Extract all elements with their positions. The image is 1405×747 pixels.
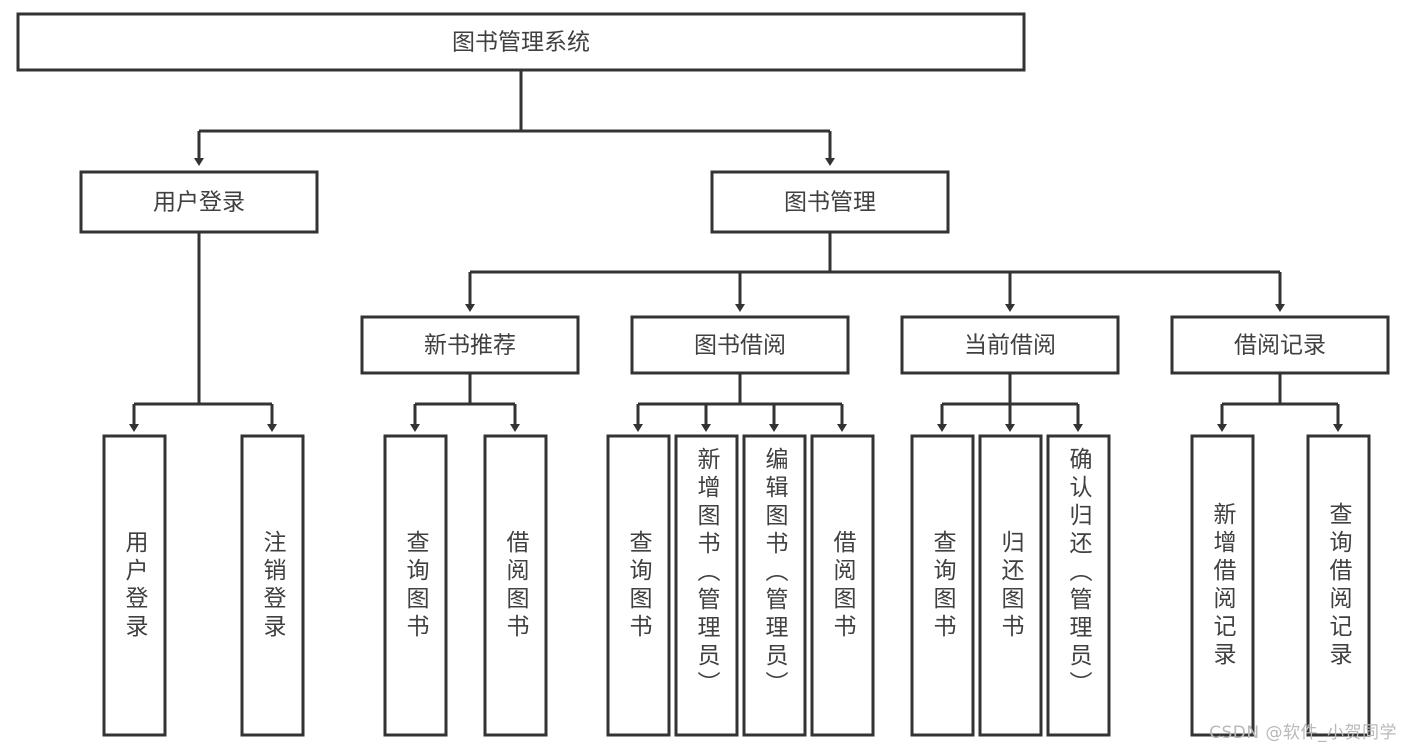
node-system-title-label: 图书管理系统: [452, 30, 590, 56]
leaf-confirm-return-label: 确认归还（管理员）: [1065, 447, 1093, 699]
leaf-user-login-label: 用户登录: [121, 530, 149, 642]
leaf-edit-book-label: 编辑图书（管理员）: [761, 447, 789, 699]
connector-current-borrow-to-leaves: [937, 373, 1083, 432]
connector-root-to-level2: [194, 70, 835, 166]
leaf-logout[interactable]: 注销登录: [240, 434, 305, 737]
leaf-add-record-label: 新增借阅记录: [1209, 502, 1237, 670]
node-current-borrow-label: 当前借阅: [964, 333, 1056, 359]
csdn-watermark: CSDN @软件_小贺同学: [1209, 723, 1397, 743]
node-new-book-recommend[interactable]: 新书推荐: [360, 315, 580, 375]
leaf-return-book-label: 归还图书: [997, 530, 1025, 642]
leaf-logout-label: 注销登录: [259, 530, 287, 642]
leaf-borrow-book-2[interactable]: 借阅图书: [810, 434, 875, 737]
leaf-borrow-book-2-label: 借阅图书: [829, 530, 857, 642]
leaf-borrow-book-1[interactable]: 借阅图书: [483, 434, 548, 737]
leaf-query-book-1-label: 查询图书: [402, 530, 430, 642]
connector-new-book-recommend-to-leaves: [410, 373, 520, 432]
node-user-login[interactable]: 用户登录: [79, 170, 319, 234]
leaf-user-login[interactable]: 用户登录: [102, 434, 167, 737]
node-book-borrow-label: 图书借阅: [694, 333, 786, 359]
leaf-query-book-1[interactable]: 查询图书: [383, 434, 448, 737]
node-system-title[interactable]: 图书管理系统: [16, 12, 1026, 72]
node-book-manage-label: 图书管理: [784, 190, 876, 216]
leaf-query-book-3[interactable]: 查询图书: [910, 434, 975, 737]
node-current-borrow[interactable]: 当前借阅: [900, 315, 1120, 375]
leaf-query-book-2-label: 查询图书: [625, 530, 653, 642]
leaf-add-book-label: 新增图书（管理员）: [693, 447, 721, 699]
leaf-add-book[interactable]: 新增图书（管理员）: [674, 434, 739, 737]
node-user-login-label: 用户登录: [153, 190, 245, 216]
node-borrow-record-label: 借阅记录: [1234, 333, 1326, 359]
node-borrow-record[interactable]: 借阅记录: [1170, 315, 1390, 375]
connector-user-login-to-leaves: [129, 232, 277, 432]
node-book-manage[interactable]: 图书管理: [710, 170, 950, 234]
leaf-query-book-3-label: 查询图书: [929, 530, 957, 642]
leaf-query-record[interactable]: 查询借阅记录: [1306, 434, 1371, 737]
connector-book-manage-to-level3: [465, 232, 1285, 312]
leaf-query-book-2[interactable]: 查询图书: [606, 434, 671, 737]
leaf-return-book[interactable]: 归还图书: [978, 434, 1043, 737]
leaf-confirm-return[interactable]: 确认归还（管理员）: [1046, 434, 1111, 737]
node-book-borrow[interactable]: 图书借阅: [630, 315, 850, 375]
leaf-add-record[interactable]: 新增借阅记录: [1190, 434, 1255, 737]
connector-borrow-record-to-leaves: [1217, 373, 1343, 432]
connector-book-borrow-to-leaves: [633, 373, 847, 432]
node-new-book-recommend-label: 新书推荐: [424, 333, 516, 359]
leaf-query-record-label: 查询借阅记录: [1325, 502, 1353, 670]
leaf-edit-book[interactable]: 编辑图书（管理员）: [742, 434, 807, 737]
leaf-borrow-book-1-label: 借阅图书: [502, 530, 530, 642]
